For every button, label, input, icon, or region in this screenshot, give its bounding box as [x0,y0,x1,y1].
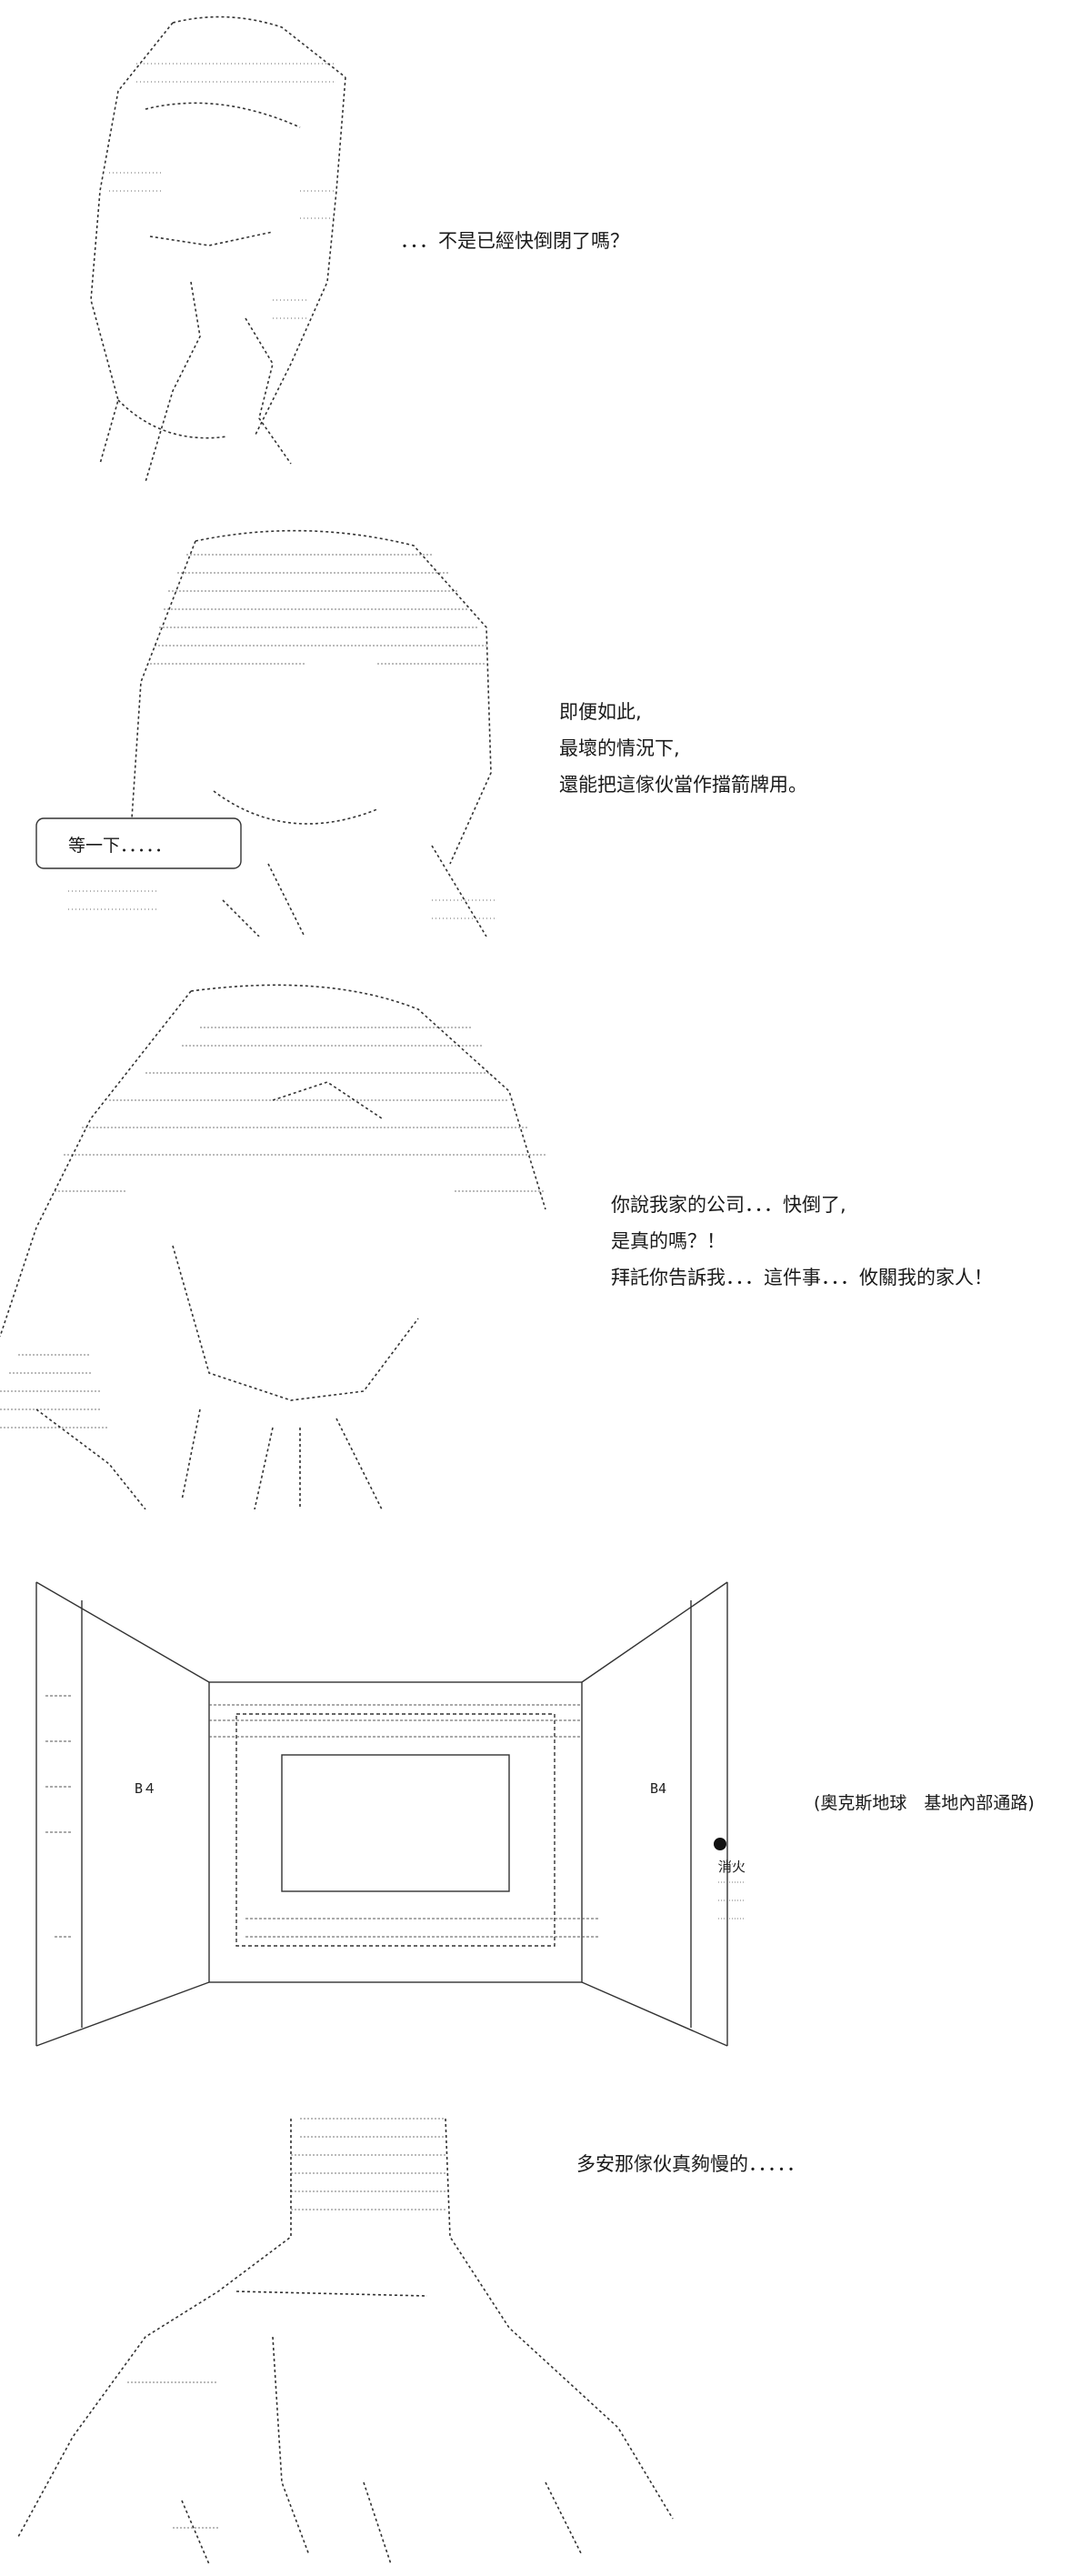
dialogue-line: 是真的嗎？！ [611,1230,726,1252]
bubble-text: 等一下．．．．． [68,836,173,856]
panel-2: 等一下．．．．． 即便如此, 最壞的情況下, 還能把這傢伙當作擋箭牌用。 [0,509,1091,946]
sign-b4-right: B4 [650,1780,666,1797]
ascii-art-figure-shaded-hair [32,518,523,937]
dialogue-panel-1: ．．．不是已經快倒閉了嗎？ [400,223,629,259]
sign-b4-left: B４ [135,1780,156,1797]
dialogue-line: 你說我家的公司．．．快倒了, [611,1194,846,1216]
dialogue-line: 還能把這傢伙當作擋箭牌用。 [559,774,807,796]
dialogue-panel-2: 即便如此, 最壞的情況下, 還能把這傢伙當作擋箭牌用。 [559,694,807,803]
dialogue-line: 多安那傢伙真夠慢的．．．．． [576,2153,806,2175]
location-caption: (奧克斯地球 基地內部通路) [814,1793,1035,1813]
dialogue-line: 即便如此, [559,701,642,723]
ascii-art-figure-back [0,2100,691,2573]
alarm-lamp [714,1838,726,1850]
dialogue-panel-5: 多安那傢伙真夠慢的．．．．． [576,2146,806,2182]
speech-bubble [35,817,242,869]
dialogue-panel-3: 你說我家的公司．．．快倒了, 是真的嗎？！ 拜託你告訴我．．．這件事．．．攸關我… [611,1187,993,1296]
dialogue-line: ．．．不是已經快倒閉了嗎？ [400,230,629,252]
panel-1: ．．．不是已經快倒閉了嗎？ [0,0,1091,491]
ascii-art-corridor: B４ B4 消火 [0,1555,782,2064]
dialogue-line: 最壞的情況下, [559,737,680,759]
ascii-art-figure-distressed [0,973,564,1509]
ascii-art-figure-long-hair [64,9,364,482]
panel-5: 多安那傢伙真夠慢的．．．．． [0,2091,1091,2576]
panel-4: B４ B4 消火 (奧克斯地球 基地內部通路) [0,1546,1091,2073]
panel-3: 你說我家的公司．．．快倒了, 是真的嗎？！ 拜託你告訴我．．．這件事．．．攸關我… [0,964,1091,1509]
dialogue-line: 拜託你告訴我．．．這件事．．．攸關我的家人！ [611,1267,993,1288]
sign-fire-extinguisher: 消火 [718,1859,746,1875]
